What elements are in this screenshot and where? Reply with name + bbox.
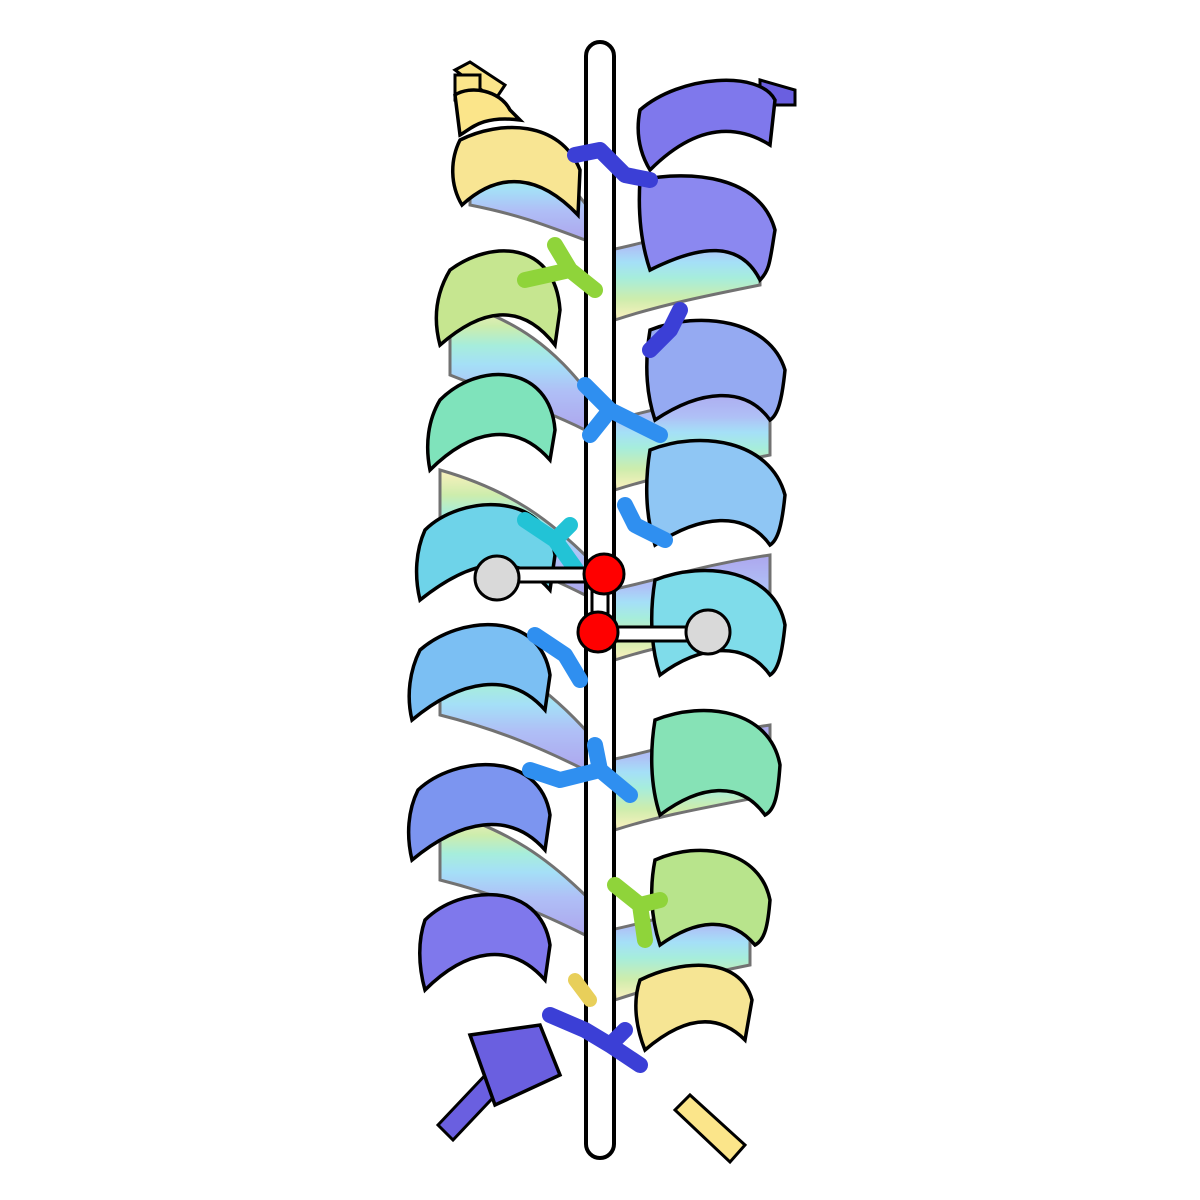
bridging-atom-left bbox=[473, 554, 521, 602]
side-chains bbox=[517, 142, 688, 1073]
metal-ion-upper bbox=[582, 552, 626, 596]
metal-center bbox=[473, 552, 732, 656]
right-helix-front bbox=[634, 78, 787, 1053]
metal-ion-lower bbox=[576, 610, 620, 654]
left-helix-front bbox=[406, 88, 582, 1108]
bridging-atom-right bbox=[684, 608, 732, 656]
